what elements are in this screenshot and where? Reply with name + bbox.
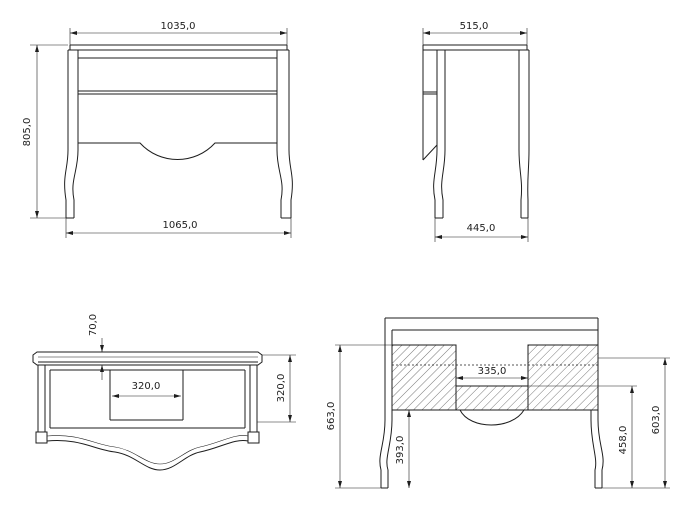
dim-section-leg-height: 393,0 (392, 409, 411, 488)
section-left-leg (379, 330, 393, 489)
section-cabinet (384, 317, 599, 426)
hatched-left-block (391, 344, 457, 411)
dim-label-front-bottom-width: 1065,0 (163, 220, 198, 231)
top-outline (32, 351, 263, 471)
dim-label-top-drawer-depth: 320,0 (276, 374, 287, 403)
top-view: 70,0 320,0 320,0 (32, 314, 296, 471)
side-view: 515,0 445,0 (422, 21, 530, 242)
dim-top-drawer-depth: 320,0 (257, 354, 296, 423)
dim-label-side-top-depth: 515,0 (460, 21, 489, 32)
side-cabinet (422, 44, 529, 161)
dim-label-section-apron-height: 603,0 (651, 406, 662, 435)
dim-top-offset: 70,0 (88, 314, 104, 380)
dim-side-top-depth: 515,0 (422, 21, 528, 45)
front-view: 1035,0 805,0 1065,0 (22, 21, 293, 238)
dim-front-bottom-width: 1065,0 (65, 218, 292, 238)
dim-top-drawer-width: 320,0 (112, 381, 181, 398)
dim-section-drawer-width: 335,0 (456, 366, 528, 380)
dim-label-side-bottom-depth: 445,0 (467, 223, 496, 234)
hatched-right-block (527, 344, 599, 411)
front-right-leg (276, 50, 293, 219)
dim-label-top-offset: 70,0 (88, 314, 99, 336)
dim-side-bottom-depth: 445,0 (434, 218, 529, 242)
dim-section-overall-height: 663,0 (326, 344, 392, 489)
dim-front-top-width: 1035,0 (69, 21, 288, 45)
side-front-leg (433, 50, 446, 219)
dim-label-section-overall-height: 663,0 (326, 402, 337, 431)
dim-label-top-drawer-width: 320,0 (132, 381, 161, 392)
side-back-leg (518, 50, 530, 219)
dim-front-height: 805,0 (22, 44, 68, 219)
section-right-leg (590, 330, 604, 489)
dim-label-front-top-width: 1035,0 (161, 21, 196, 32)
dim-label-section-drawer-width: 335,0 (478, 366, 507, 377)
hatched-bottom-block (455, 385, 529, 411)
dim-label-section-leg-height: 393,0 (395, 436, 406, 465)
dim-label-front-height: 805,0 (22, 118, 33, 147)
dim-section-apron-height: 603,0 (598, 357, 670, 489)
front-cabinet (68, 44, 289, 160)
dim-label-section-drawer-bottom-height: 458,0 (618, 426, 629, 455)
dim-section-drawer-bottom-height: 458,0 (528, 385, 637, 489)
front-left-leg (64, 50, 79, 219)
section-view: 335,0 663,0 393,0 458,0 (326, 317, 670, 489)
